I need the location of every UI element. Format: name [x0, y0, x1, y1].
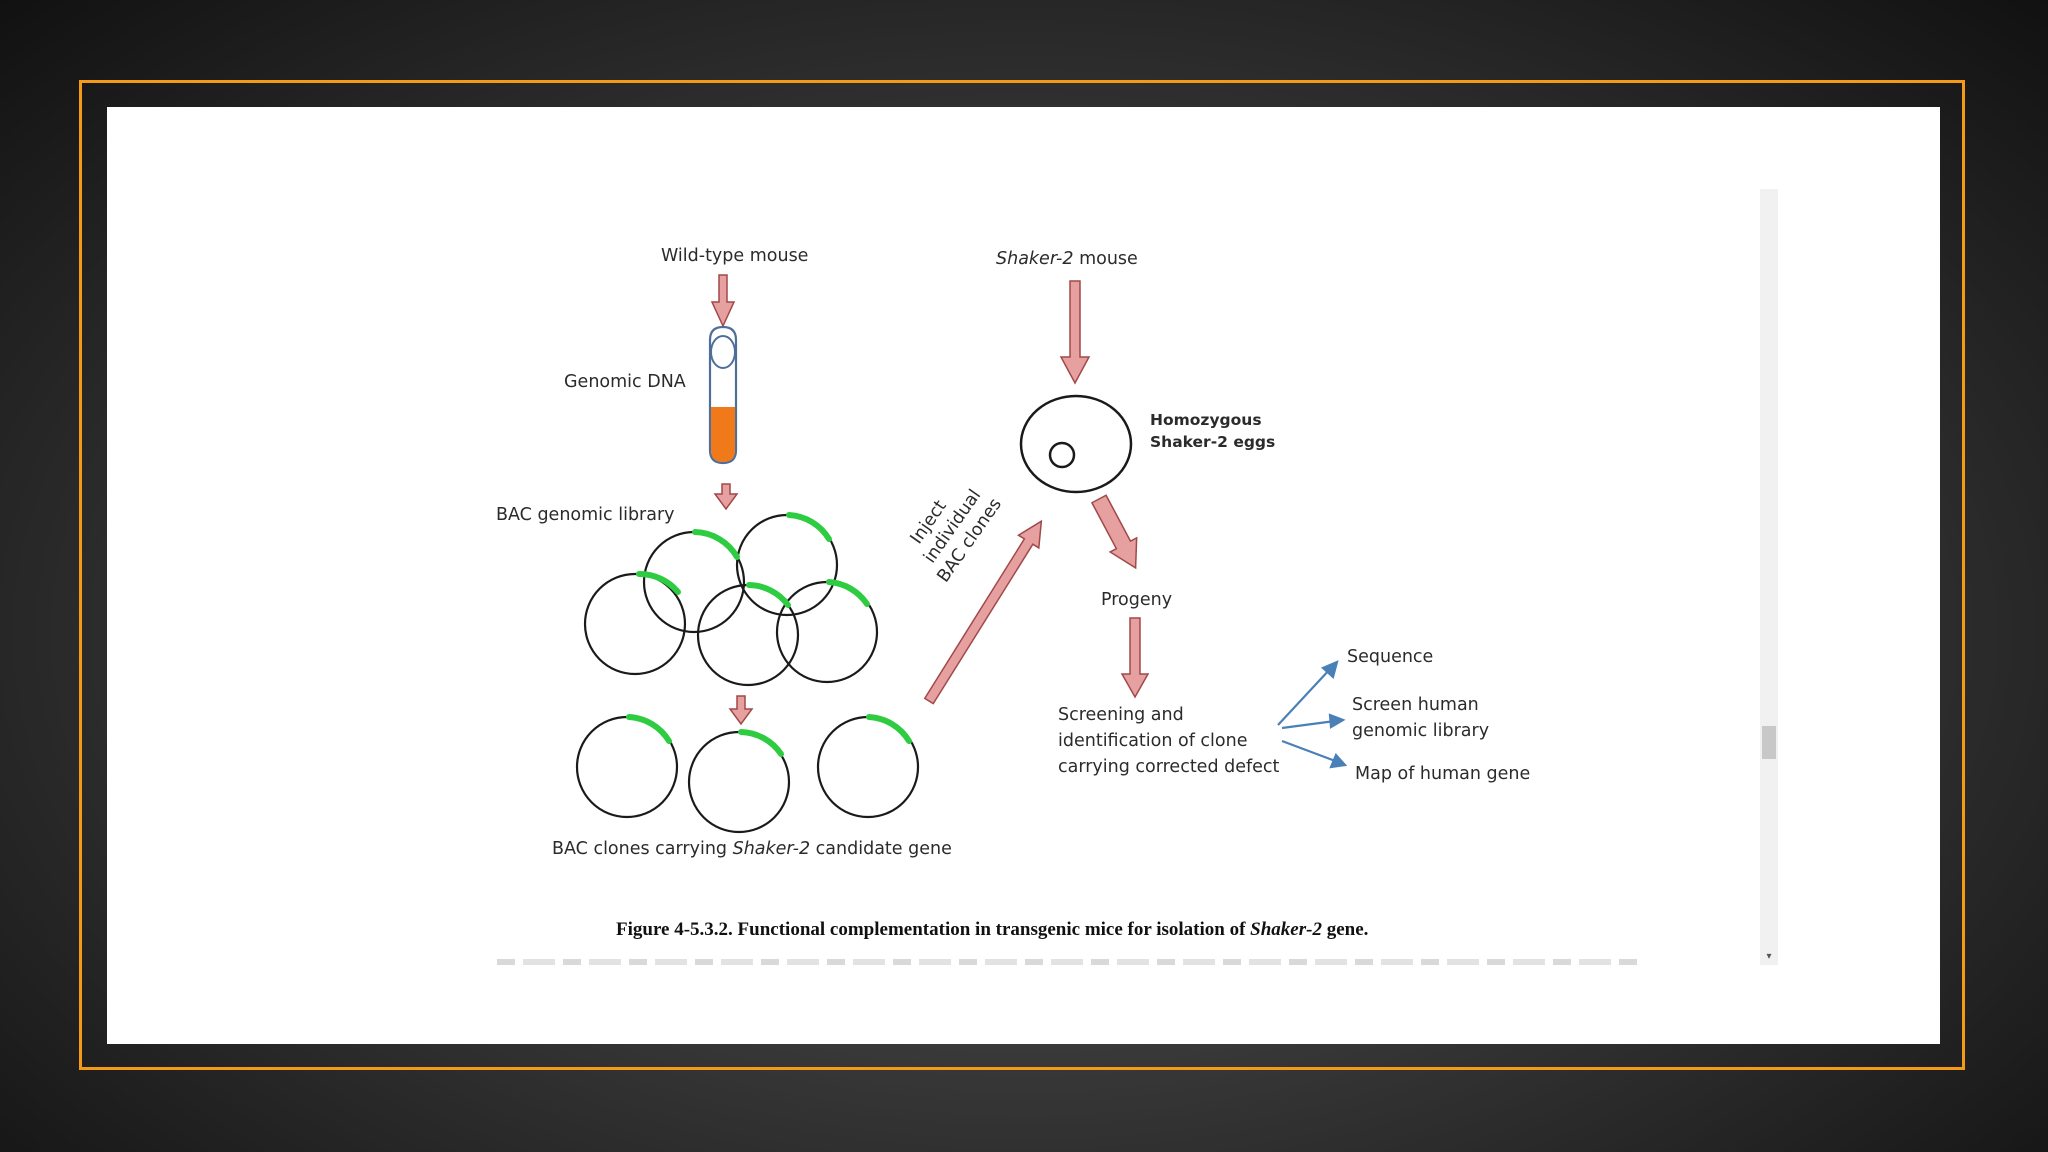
progeny-label: Progeny: [1101, 590, 1172, 610]
outcome-arrow-icon: [1281, 719, 1336, 730]
down-arrow-icon: [1120, 617, 1150, 699]
presentation-frame: [79, 80, 1965, 1070]
outcome-map: Map of human gene: [1355, 764, 1530, 784]
eggs-label-line2: Shaker-2 eggs: [1150, 433, 1275, 451]
insert-segment: [866, 714, 912, 744]
bac-library-cluster: [583, 513, 879, 687]
outcome-screen-line1: Screen human: [1352, 695, 1479, 715]
eggs-label-line1: Homozygous: [1150, 411, 1262, 429]
outcome-sequence: Sequence: [1347, 647, 1433, 667]
down-arrow-icon: [728, 695, 754, 726]
scroll-down-icon[interactable]: ▾: [1766, 951, 1772, 962]
screening-line2: identification of clone: [1058, 731, 1247, 751]
insert-segment: [826, 579, 870, 607]
slide-canvas: Wild-type mouse Genomic DNA BAC genomic …: [107, 107, 1940, 1044]
cropped-text-line: [497, 959, 1637, 965]
insert-segment: [626, 714, 672, 744]
figure-caption: Figure 4-5.3.2. Functional complementati…: [616, 919, 1368, 940]
bac-library-label: BAC genomic library: [496, 505, 675, 525]
insert-segment: [636, 570, 681, 595]
egg-cell-icon: [1019, 394, 1133, 494]
test-tube-icon: [708, 325, 738, 465]
screening-line1: Screening and: [1058, 705, 1184, 725]
outcome-screen-line2: genomic library: [1352, 721, 1489, 741]
down-arrow-icon: [710, 274, 736, 328]
genomic-dna-label: Genomic DNA: [564, 372, 686, 392]
progeny-arrow-icon: [1090, 494, 1138, 570]
wild-type-label: Wild-type mouse: [661, 246, 808, 266]
inject-label: Inject individual BAC clones: [907, 486, 1006, 586]
insert-segment: [738, 729, 784, 757]
insert-segment: [692, 529, 740, 560]
scrollbar-thumb[interactable]: [1762, 726, 1776, 759]
vertical-scrollbar[interactable]: ▾: [1760, 189, 1778, 965]
outcome-arrow-icon: [1281, 739, 1339, 764]
insert-segment: [746, 582, 791, 608]
insert-segment: [786, 512, 832, 542]
inject-arrow-icon: [923, 519, 1043, 705]
complementation-diagram: Wild-type mouse Genomic DNA BAC genomic …: [496, 246, 1530, 940]
shaker-mouse-label: Shaker-2 mouse: [996, 249, 1138, 269]
down-arrow-icon: [713, 483, 739, 511]
outcome-arrow-icon: [1277, 667, 1332, 726]
bac-clones-label: BAC clones carrying Shaker-2 candidate g…: [552, 839, 952, 859]
screening-line3: carrying corrected defect: [1058, 757, 1280, 777]
down-arrow-icon: [1059, 280, 1091, 385]
plasmid-icon: [583, 572, 687, 676]
